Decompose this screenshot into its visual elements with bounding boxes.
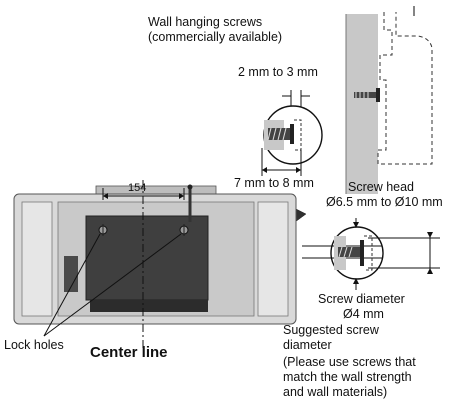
screw-diameter-detail — [302, 218, 440, 290]
suggested-label: Suggested screw — [283, 323, 379, 337]
note-line-1: (Please use screws that — [283, 355, 416, 369]
screw-diameter-label: Screw diameter — [318, 292, 405, 306]
wall-screws-label: Wall hanging screws — [148, 15, 263, 29]
screw-length-label: 7 mm to 8 mm — [234, 176, 314, 190]
wall-side-view — [345, 6, 433, 194]
width-dimension: 154 — [128, 182, 147, 194]
note-line-3: and wall materials) — [283, 385, 388, 399]
device-rear-view — [13, 180, 297, 350]
note-line-2: match the wall strength — [283, 370, 412, 384]
lock-holes-label: Lock holes — [4, 338, 64, 352]
wall-screws-sublabel: (commercially available) — [148, 30, 283, 44]
screw-depth-detail — [261, 90, 323, 176]
suggested-label-2: diameter — [283, 338, 332, 352]
screw-head-size: Ø6.5 mm to Ø10 mm — [326, 195, 443, 209]
screw-diameter-value: Ø4 mm — [343, 307, 384, 321]
protrusion-label: 2 mm to 3 mm — [238, 65, 318, 79]
center-line-label: Center line — [90, 344, 168, 361]
screw-head-label: Screw head — [348, 180, 415, 194]
